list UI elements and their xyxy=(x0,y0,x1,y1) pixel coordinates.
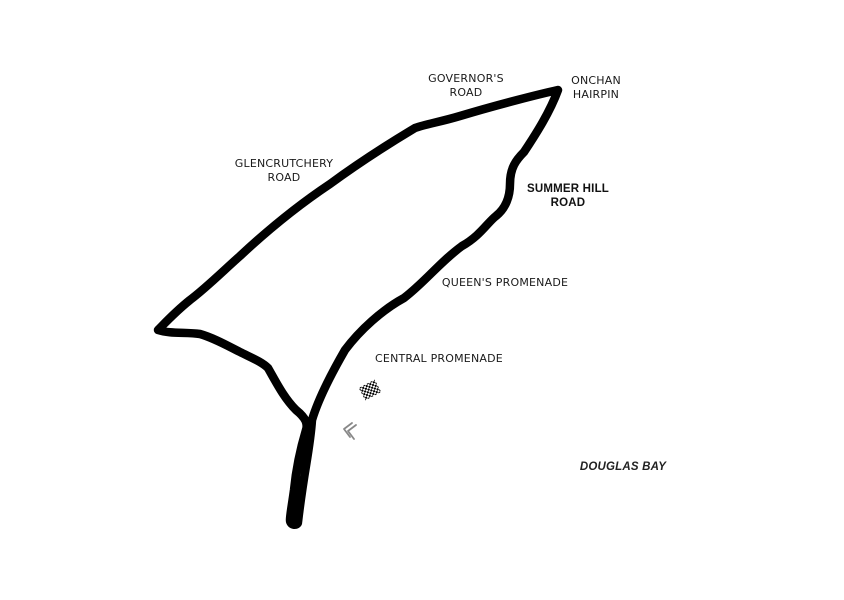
label-governors-road: GOVERNOR'S ROAD xyxy=(422,72,510,100)
label-summer-hill-road: SUMMER HILL ROAD xyxy=(520,182,616,210)
label-line: GLENCRUTCHERY xyxy=(234,157,334,170)
label-line: ROAD xyxy=(550,197,586,209)
label-line: SUMMER HILL xyxy=(526,183,610,195)
label-douglas-bay: DOUGLAS BAY xyxy=(575,460,671,474)
direction-chevron-icon xyxy=(343,422,357,440)
label-line: ONCHAN xyxy=(571,74,621,87)
label-line: ROAD xyxy=(449,86,483,99)
label-line: HAIRPIN xyxy=(572,88,620,101)
label-line: GOVERNOR'S xyxy=(428,72,504,85)
label-central-promenade: CENTRAL PROMENADE xyxy=(369,352,509,366)
checkered-flag-icon xyxy=(358,379,382,401)
label-line: QUEEN'S PROMENADE xyxy=(441,276,569,289)
label-line: DOUGLAS BAY xyxy=(579,461,667,473)
label-queens-promenade: QUEEN'S PROMENADE xyxy=(436,276,574,290)
label-onchan-hairpin: ONCHAN HAIRPIN xyxy=(564,74,628,102)
circuit-track xyxy=(153,85,563,529)
label-line: ROAD xyxy=(267,171,301,184)
label-line: CENTRAL PROMENADE xyxy=(375,352,503,365)
label-glencrutchery-road: GLENCRUTCHERY ROAD xyxy=(226,157,342,185)
